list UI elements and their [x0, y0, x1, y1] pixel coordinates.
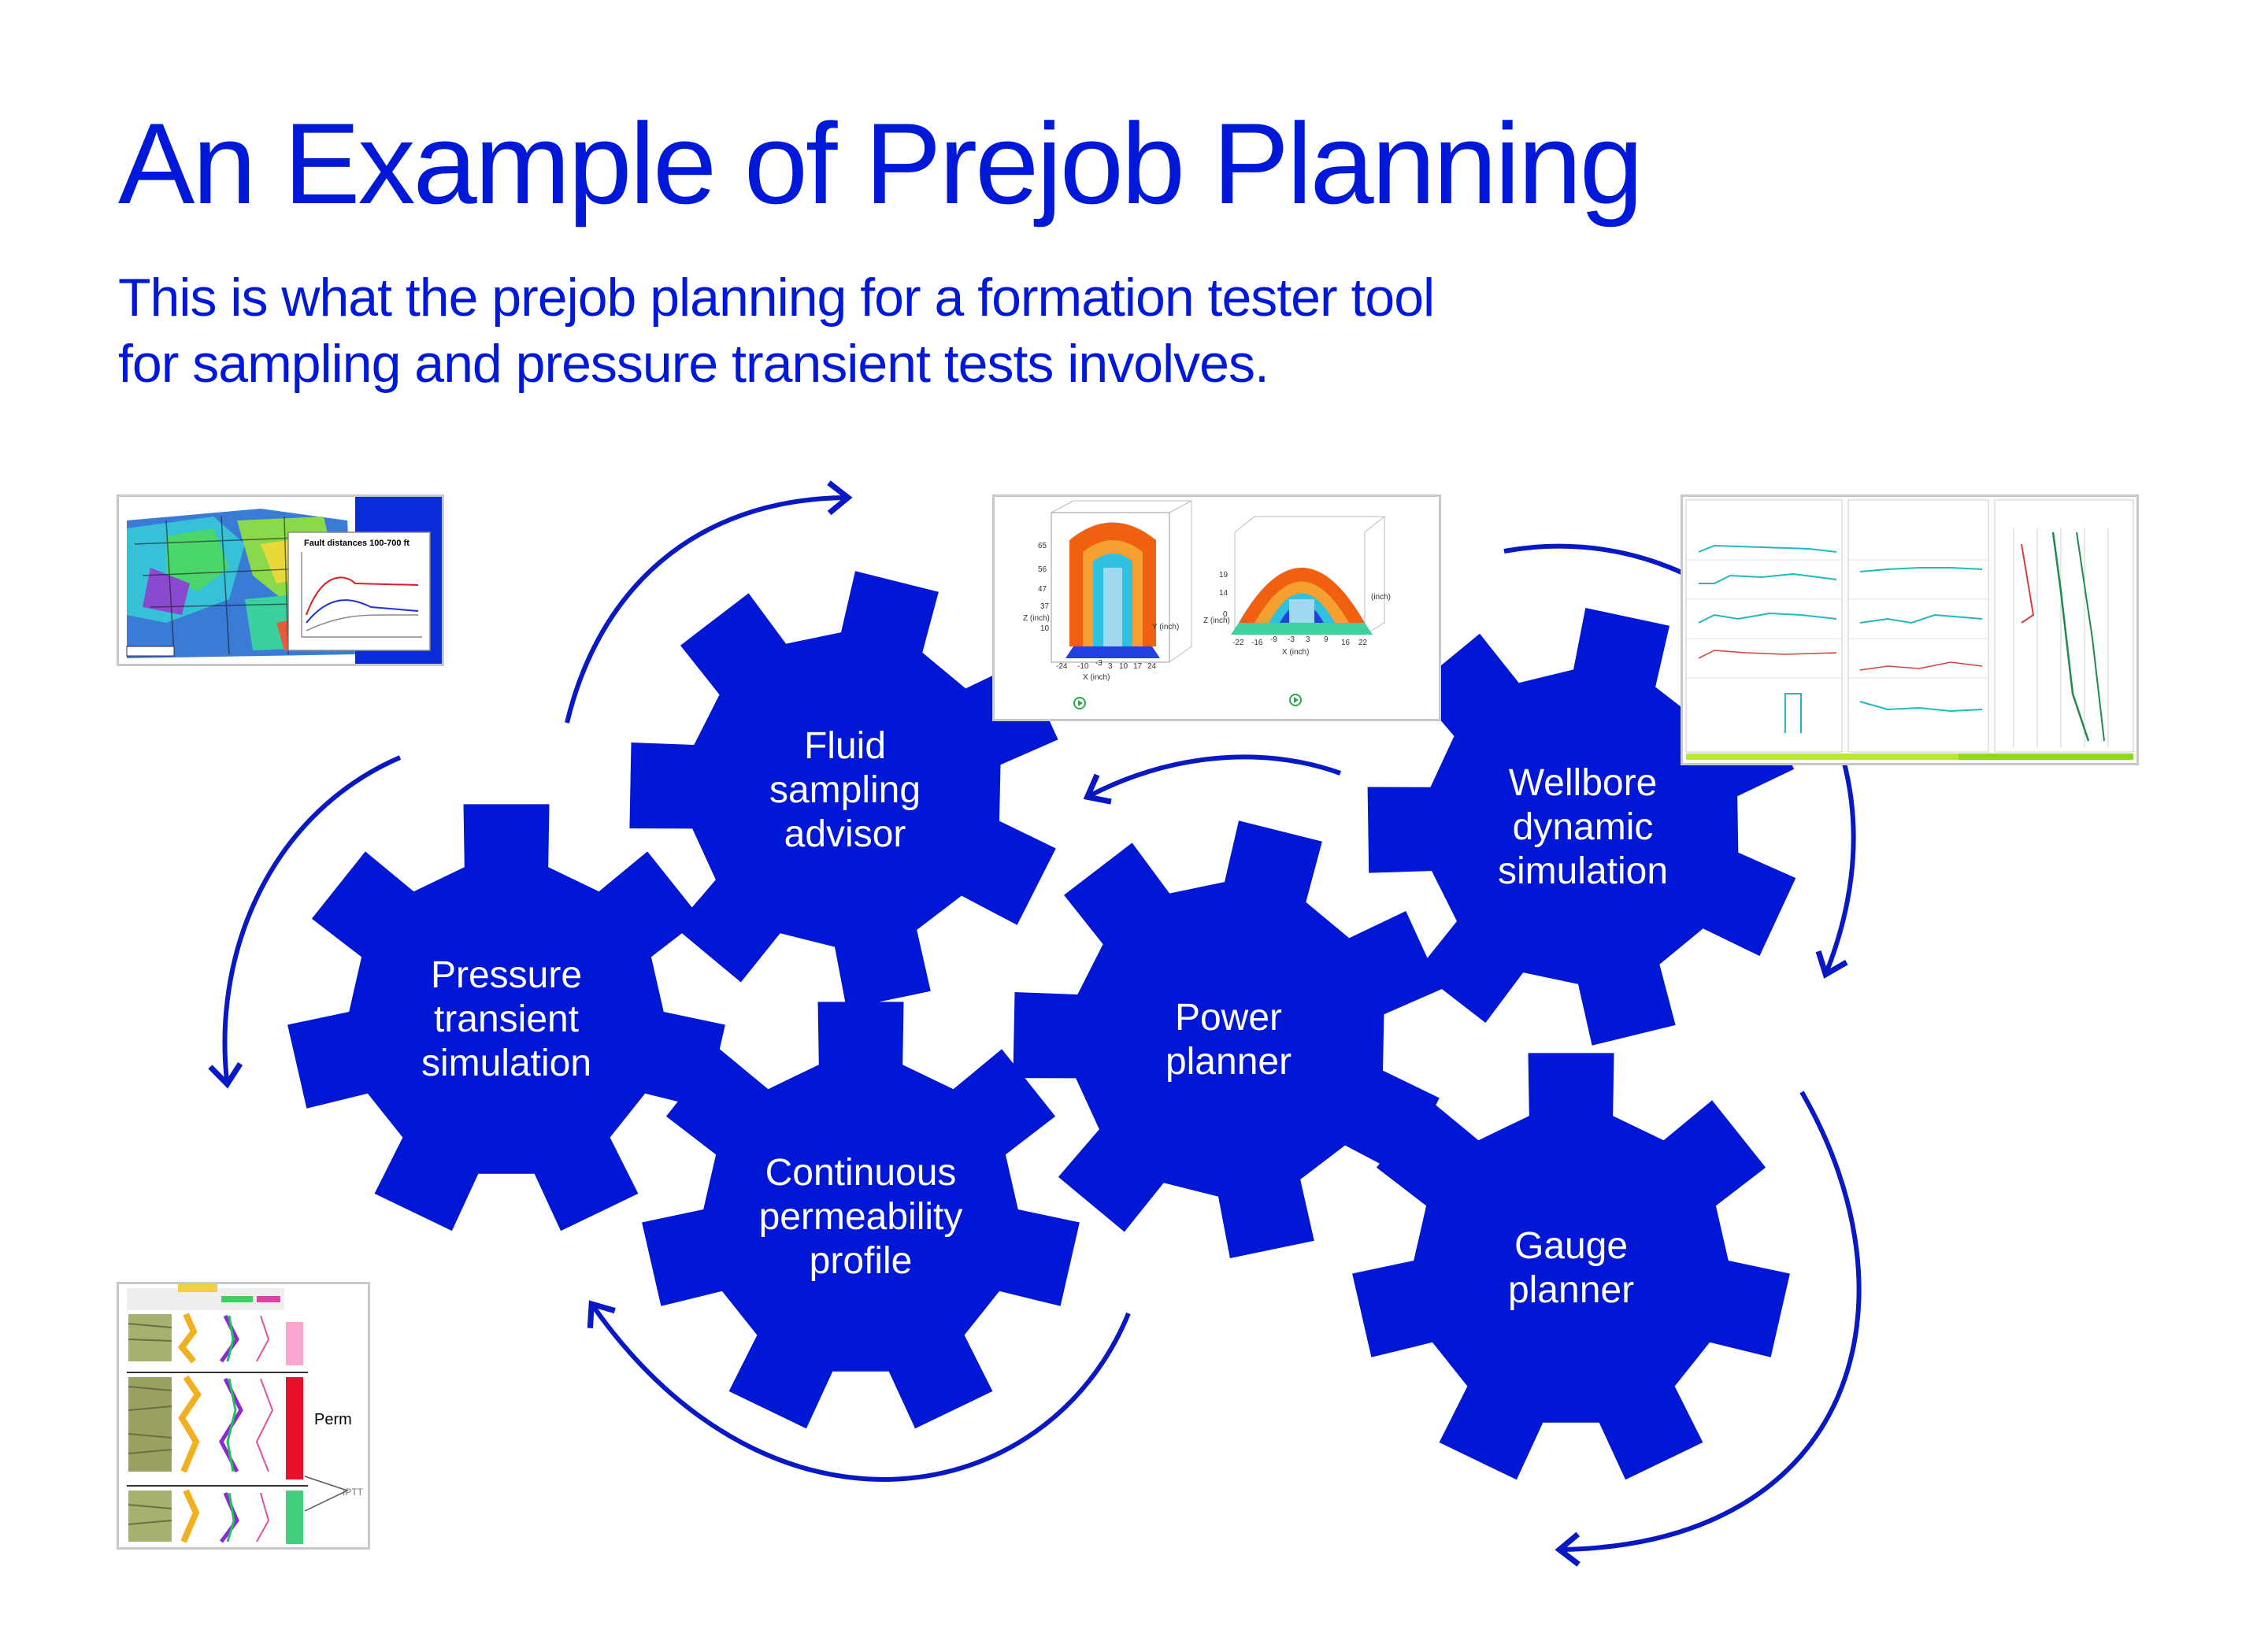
perm-label: Perm — [314, 1411, 352, 1428]
permeability-log-thumbnail: Perm IPTT — [117, 1282, 370, 1550]
gear-gauge-label-line: Gauge — [1514, 1225, 1628, 1267]
left-x-tick-2: -10 — [1077, 662, 1089, 671]
gear-pressure-label-line: transient — [434, 998, 579, 1040]
gear-power-label-line: planner — [1166, 1041, 1292, 1083]
left-y-label: Y (inch) — [1152, 623, 1179, 631]
left-x-tick-3: -3 — [1095, 659, 1102, 668]
gear-continuous-shape — [642, 1002, 1080, 1429]
right-x-tick-1: -22 — [1232, 639, 1244, 647]
left-x-tick-5: 10 — [1119, 662, 1128, 671]
page-subtitle: This is what the prejob planning for a f… — [118, 265, 1435, 397]
left-x-label: X (inch) — [1083, 673, 1110, 682]
left-z-tick-2: 56 — [1038, 565, 1047, 574]
gear-gauge-shape — [1352, 1053, 1790, 1480]
left-z-tick-4: 37 — [1040, 602, 1050, 611]
cycle-arrow-left — [208, 755, 402, 1089]
fault-inset-title: Fault distances 100-700 ft — [304, 539, 410, 548]
gear-power-label-line: Power — [1175, 997, 1282, 1039]
gear-continuous-label-line: profile — [810, 1240, 913, 1282]
right-z-tick-1: 19 — [1219, 571, 1228, 580]
gear-fluid-label-line: sampling — [769, 769, 921, 811]
right-x-tick-2: -16 — [1251, 639, 1263, 647]
right-x-tick-7: 16 — [1341, 639, 1351, 647]
cycle-arrow-top-left — [565, 480, 853, 724]
gear-pressure-label-line: Pressure — [431, 954, 582, 996]
gear-wellbore-label-line: simulation — [1498, 850, 1668, 892]
right-x-tick-6: 9 — [1324, 635, 1329, 644]
right-z-label: Z (inch) — [1203, 617, 1230, 625]
page-title: An Example of Prejob Planning — [118, 99, 1644, 228]
gear-continuous-label-line: permeability — [759, 1196, 963, 1238]
cycle-arrow-bottom-left — [587, 1300, 1131, 1482]
right-x-tick-4: -3 — [1288, 635, 1295, 644]
left-z-tick-3: 47 — [1038, 585, 1047, 594]
right-play-icon[interactable] — [1289, 694, 1302, 706]
gear-power-shape — [1013, 820, 1442, 1258]
gear-fluid-label-line: advisor — [784, 813, 906, 855]
left-z-tick-5: 10 — [1040, 624, 1050, 633]
gear-wellbore-label-line: dynamic — [1513, 806, 1654, 848]
right-z-tick-2: 14 — [1219, 589, 1228, 598]
left-x-tick-6: 17 — [1133, 662, 1143, 671]
gear-pressure-shape — [287, 804, 725, 1231]
wellbore-plots-image — [1683, 497, 2136, 763]
left-play-icon[interactable] — [1073, 697, 1086, 709]
fault-map-thumbnail: Fault distances 100-700 ft — [117, 494, 444, 666]
right-x-tick-8: 22 — [1358, 639, 1368, 647]
subtitle-line-2: for sampling and pressure transient test… — [118, 334, 1269, 394]
simulation-3d-image: 65 56 47 37 10 Z (inch) Y (inch) -24 -10… — [995, 497, 1439, 719]
right-y-label: (inch) — [1371, 593, 1391, 602]
permeability-log-image: Perm IPTT — [119, 1284, 368, 1547]
subtitle-line-1: This is what the prejob planning for a f… — [118, 268, 1435, 328]
right-z-tick-3: 0 — [1223, 610, 1228, 619]
fault-map-image: Fault distances 100-700 ft — [119, 497, 442, 664]
gear-pressure-label-line: simulation — [421, 1042, 591, 1084]
cycle-arrow-bottom-right — [1555, 1091, 1862, 1567]
left-x-tick-4: 3 — [1108, 662, 1113, 671]
gear-continuous-label-line: Continuous — [765, 1152, 957, 1194]
left-x-tick-7: 24 — [1147, 662, 1157, 671]
cycle-arrow-center — [1083, 754, 1342, 805]
right-x-tick-5: 3 — [1306, 635, 1310, 644]
gear-gauge-label-line: planner — [1508, 1269, 1634, 1311]
gear-wellbore-label-line: Wellbore — [1509, 762, 1658, 804]
gear-fluid-label-line: Fluid — [804, 725, 886, 767]
left-z-label: Z (inch) — [1023, 614, 1050, 623]
wellbore-plots-thumbnail — [1681, 494, 2139, 765]
left-x-tick-1: -24 — [1056, 662, 1068, 671]
right-x-tick-3: -9 — [1270, 635, 1277, 644]
left-z-tick-1: 65 — [1038, 542, 1047, 550]
iptt-label: IPTT — [343, 1487, 364, 1498]
gear-fluid-shape — [629, 571, 1058, 1009]
simulation-3d-thumbnail: 65 56 47 37 10 Z (inch) Y (inch) -24 -10… — [992, 494, 1441, 721]
right-x-label: X (inch) — [1282, 648, 1309, 657]
